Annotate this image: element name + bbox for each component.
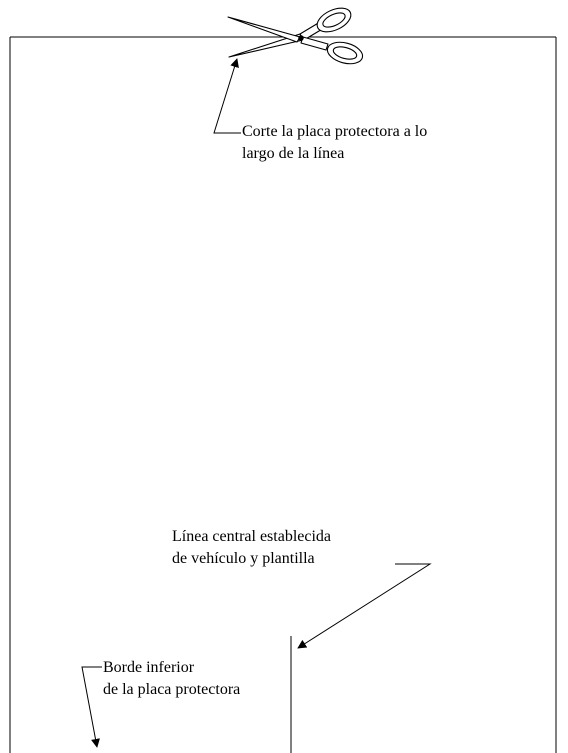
center-line-leader-arrow xyxy=(297,563,432,649)
center-line-label-line-1: Línea central establecida xyxy=(172,528,332,545)
center-line-label-line-2: de vehículo y plantilla xyxy=(172,550,315,567)
scissors-icon xyxy=(227,7,364,65)
bottom-edge-label: Borde inferior de la placa protectora xyxy=(103,657,240,701)
bottom-edge-leader-arrow xyxy=(81,666,102,748)
cut-instruction-label: Corte la placa protectora a lo largo de … xyxy=(242,121,427,165)
bottom-edge-label-line-1: Borde inferior xyxy=(103,659,195,676)
cut-instruction-line-2: largo de la línea xyxy=(242,145,345,162)
center-line-label: Línea central establecida de vehículo y … xyxy=(172,526,331,570)
bottom-edge-label-line-2: de la placa protectora xyxy=(103,681,241,698)
cut-instruction-line-1: Corte la placa protectora a lo xyxy=(242,123,428,140)
cut-line-leader-arrow xyxy=(213,58,241,134)
